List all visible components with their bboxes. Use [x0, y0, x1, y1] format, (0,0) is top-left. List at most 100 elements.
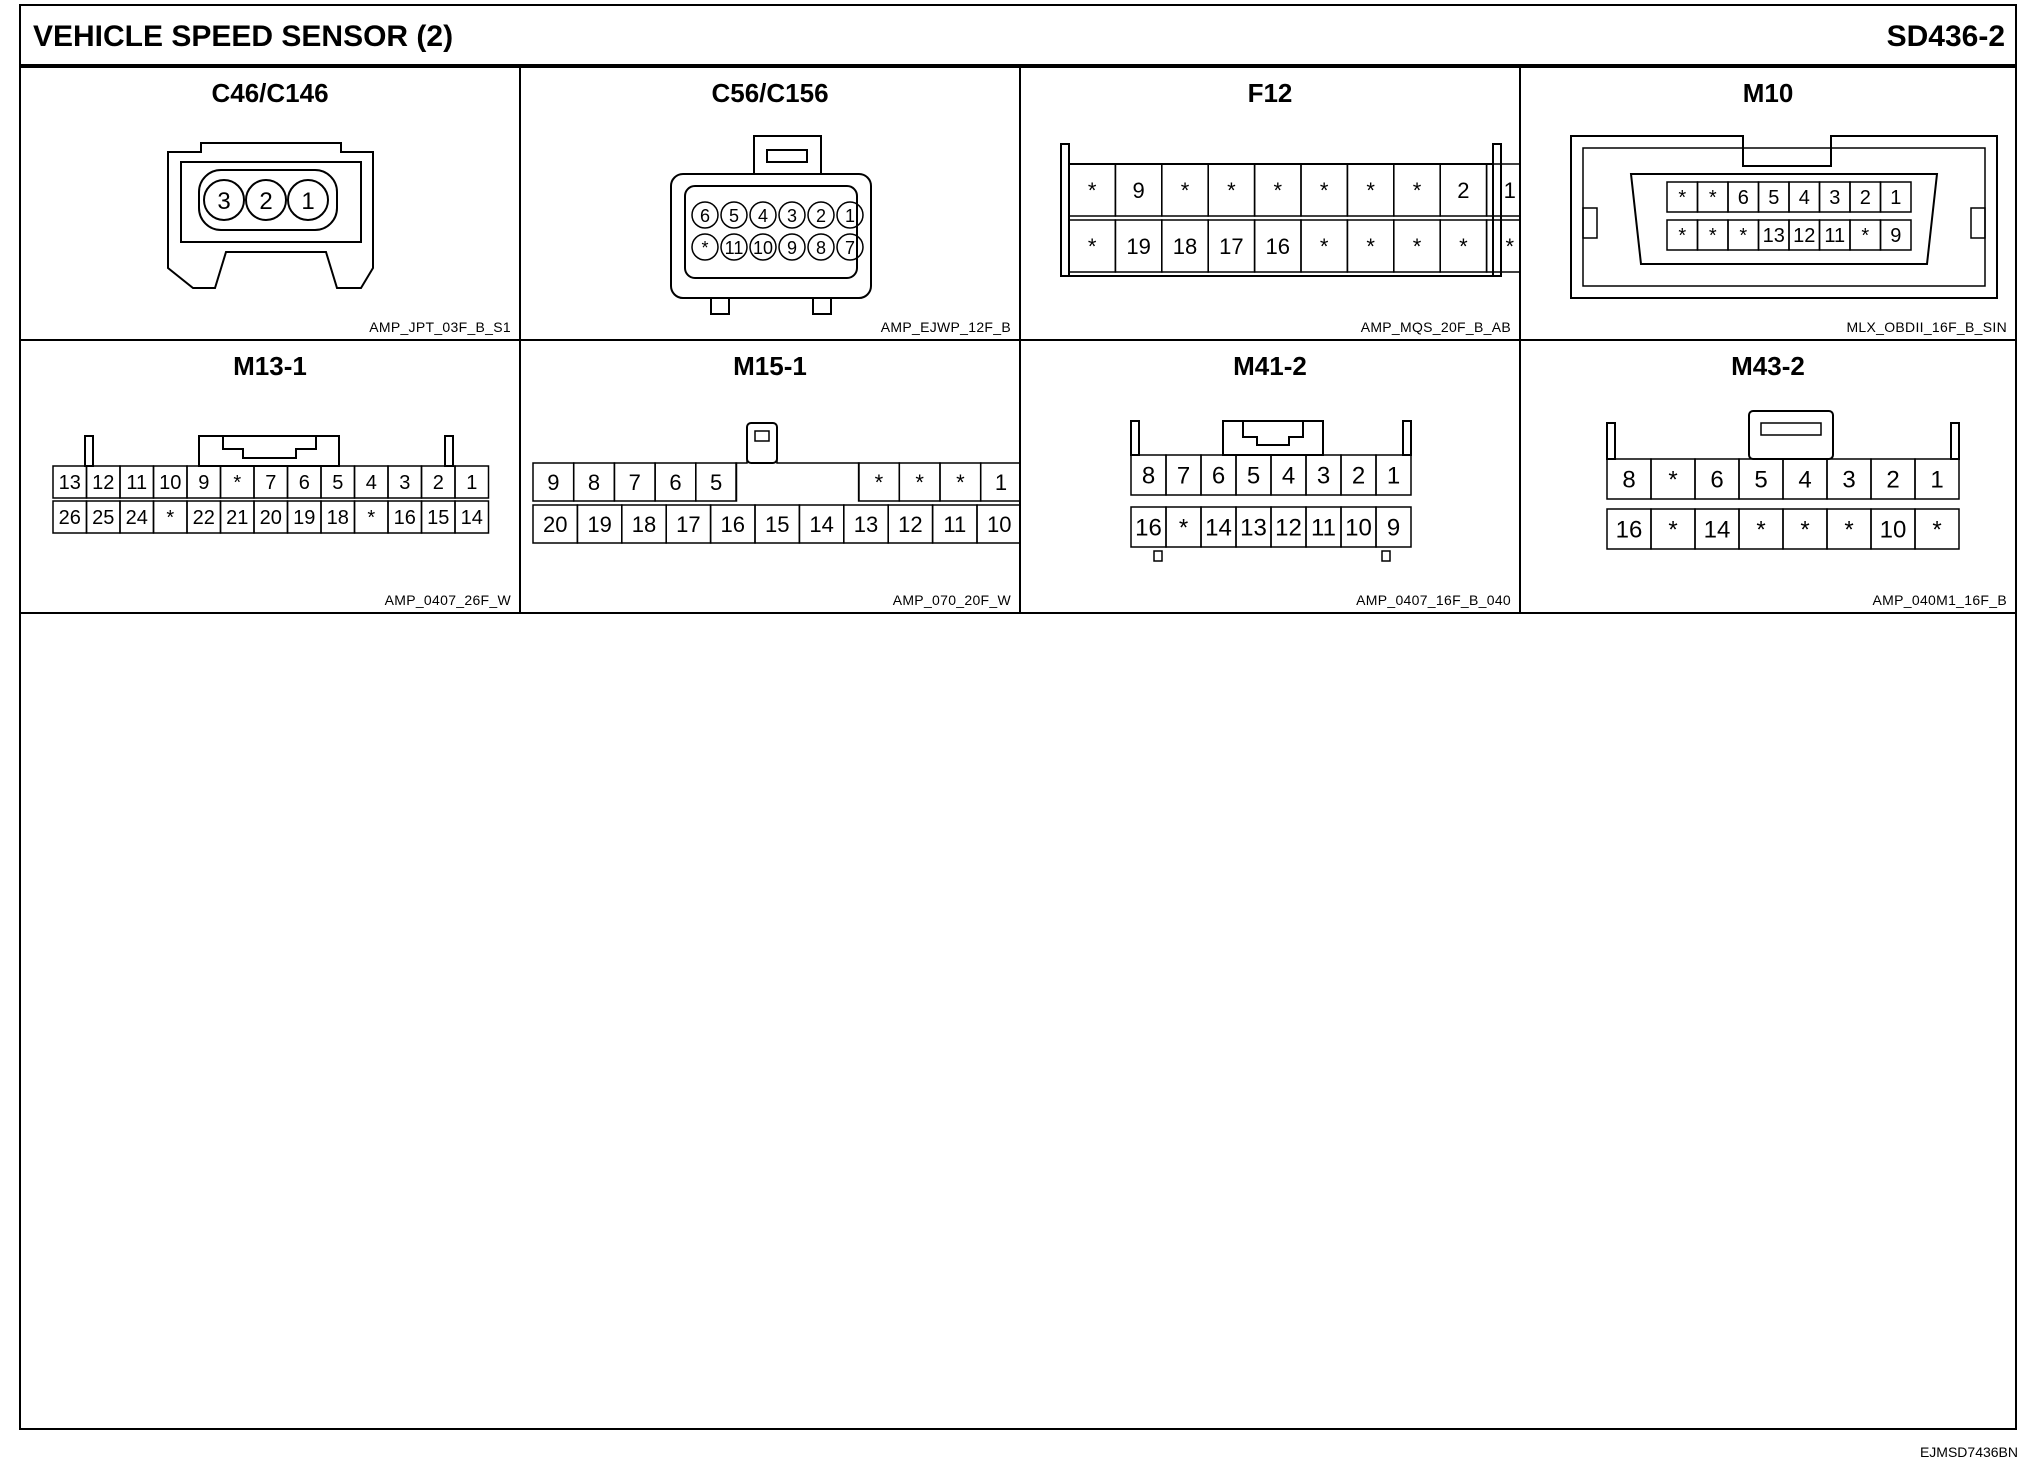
pin-label: 7: [1177, 463, 1190, 490]
pin-label: 4: [1799, 187, 1810, 209]
pin-label: 3: [1842, 467, 1855, 494]
pin-cell: [454, 465, 490, 499]
connector-part-number: AMP_EJWP_12F_B: [880, 319, 1011, 335]
unused-pin-marker: *: [1179, 515, 1188, 542]
unused-pin-marker: *: [1844, 517, 1853, 544]
connector-name: C56/C156: [711, 78, 829, 108]
pin-label: 21: [226, 507, 248, 529]
pin-label: 10: [753, 238, 773, 258]
pin-label: 8: [1142, 463, 1155, 490]
unused-pin-marker: *: [1413, 234, 1422, 259]
pin-cell: [976, 504, 1019, 544]
pin-circle: [807, 233, 835, 261]
unused-pin-marker: *: [1800, 517, 1809, 544]
connector-cell-c46: C46/C146 3 2 1 AMP_JPT_03F_B_S1: [21, 68, 521, 341]
pin-label: 9: [1387, 515, 1400, 542]
pin-label: 22: [193, 507, 215, 529]
pin-label: 9: [787, 238, 797, 258]
unused-pin-marker: *: [956, 470, 965, 495]
pin-label: 8: [588, 470, 600, 495]
unused-pin-marker: *: [701, 238, 708, 258]
pin-label: 4: [1282, 463, 1295, 490]
pin-label: 20: [260, 507, 282, 529]
connector-part-number: MLX_OBDII_16F_B_SIN: [1846, 319, 2007, 335]
pin-label: 1: [1504, 178, 1516, 203]
pin-label: 4: [758, 206, 768, 226]
pin-circle: [749, 201, 777, 229]
pin-circle: [749, 233, 777, 261]
connector-part-number: AMP_040M1_16F_B: [1872, 592, 2007, 608]
diagram-frame: VEHICLE SPEED SENSOR (2) SD436-2 C46/C14…: [19, 4, 2017, 1430]
pin-label: 6: [1738, 187, 1749, 209]
pin-label: 1: [466, 472, 477, 494]
unused-pin-marker: *: [1678, 187, 1686, 209]
pin-label: 13: [1240, 515, 1267, 542]
connector-name: M15-1: [733, 351, 807, 381]
unused-pin-marker: *: [1861, 225, 1869, 247]
pin-cell: [979, 462, 1019, 502]
pin-circle: [778, 233, 806, 261]
pin-label: 9: [1132, 178, 1144, 203]
pin-label: 12: [898, 512, 922, 537]
pin-label: 25: [92, 507, 114, 529]
pin-label: 13: [854, 512, 878, 537]
pin-label: 9: [1890, 225, 1901, 247]
pin-label: 7: [845, 238, 855, 258]
pin-circle: [836, 233, 864, 261]
pin-label: 12: [1275, 515, 1302, 542]
unused-pin-marker: *: [1678, 225, 1686, 247]
unused-pin-marker: *: [1668, 467, 1677, 494]
pin-label: 10: [1345, 515, 1372, 542]
pin-label: 3: [1317, 463, 1330, 490]
document-id: EJMSD7436BN: [1919, 1444, 2018, 1460]
pin-label: 11: [943, 512, 966, 537]
pin-label: 16: [394, 507, 416, 529]
pin-label: 13: [1763, 225, 1785, 247]
pin-label: 3: [399, 472, 410, 494]
pin-label: 10: [1880, 517, 1907, 544]
connector-c46-drawing: 3 2 1: [167, 142, 374, 289]
unused-pin-marker: *: [1088, 178, 1097, 203]
pin-label: 9: [198, 472, 209, 494]
unused-pin-marker: *: [1756, 517, 1765, 544]
pin-cell: [1485, 219, 1519, 273]
pin-circle: [720, 233, 748, 261]
pin-label: 17: [1219, 234, 1243, 259]
pin-cell: [1879, 181, 1912, 213]
pin-label: 18: [327, 507, 349, 529]
pin-label: 7: [629, 470, 641, 495]
unused-pin-marker: *: [1320, 178, 1329, 203]
connector-part-number: AMP_MQS_20F_B_AB: [1360, 319, 1511, 335]
pin-label: 4: [1798, 467, 1811, 494]
pin-label: 18: [632, 512, 656, 537]
pin-label: 5: [710, 470, 722, 495]
pin-cell: [1485, 163, 1519, 217]
pin-label: 16: [1616, 517, 1643, 544]
pin-circle: [691, 201, 719, 229]
pin-circle: [778, 201, 806, 229]
pin-label: 6: [299, 472, 310, 494]
unused-pin-marker: *: [1366, 234, 1375, 259]
unused-pin-marker: *: [1413, 178, 1422, 203]
pin-label: 5: [1768, 187, 1779, 209]
pin-label: 7: [265, 472, 276, 494]
unused-pin-marker: *: [915, 470, 924, 495]
unused-pin-marker: *: [1320, 234, 1329, 259]
connector-part-number: AMP_JPT_03F_B_S1: [369, 319, 511, 335]
pin-cell: [1375, 454, 1412, 496]
unused-pin-marker: *: [1709, 187, 1717, 209]
pin-label: 11: [725, 238, 744, 258]
unused-pin-marker: *: [367, 507, 375, 529]
pin-label: 2: [816, 206, 826, 226]
